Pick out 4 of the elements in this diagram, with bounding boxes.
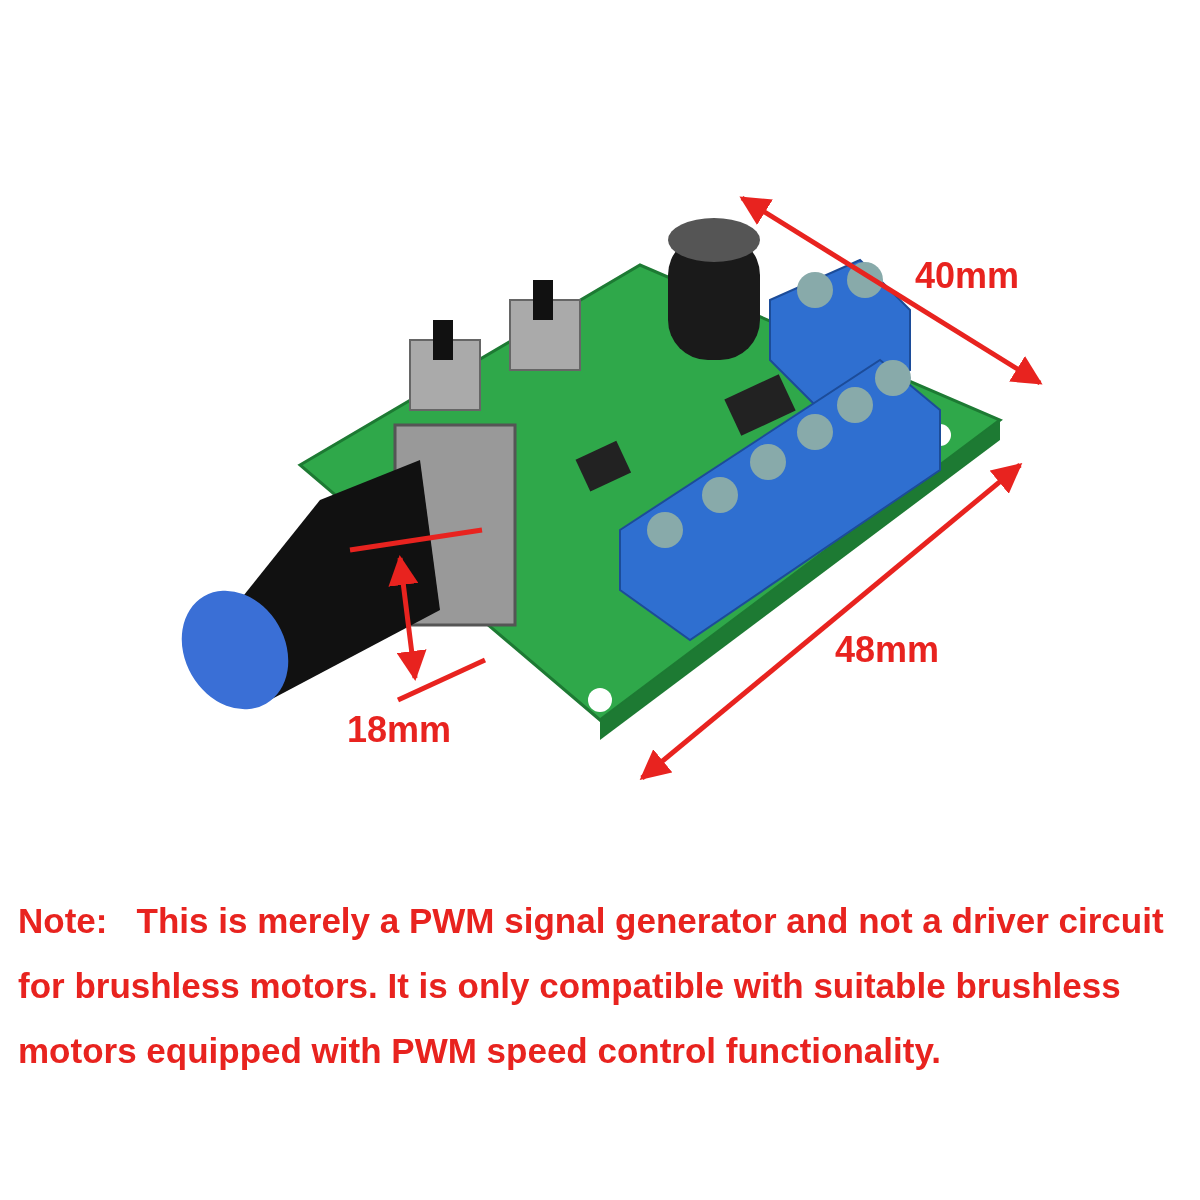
dimension-label: 48mm xyxy=(835,632,940,668)
note-text: Note: This is merely a PWM signal generator and not a driver circuit for brushless motors. It is only compatible with suitable brushless motors equipped with PWM speed control functionality. xyxy=(18,900,1165,1072)
dimension-label: 40mm xyxy=(915,258,1020,294)
dimension-label: 18mm xyxy=(347,712,452,748)
